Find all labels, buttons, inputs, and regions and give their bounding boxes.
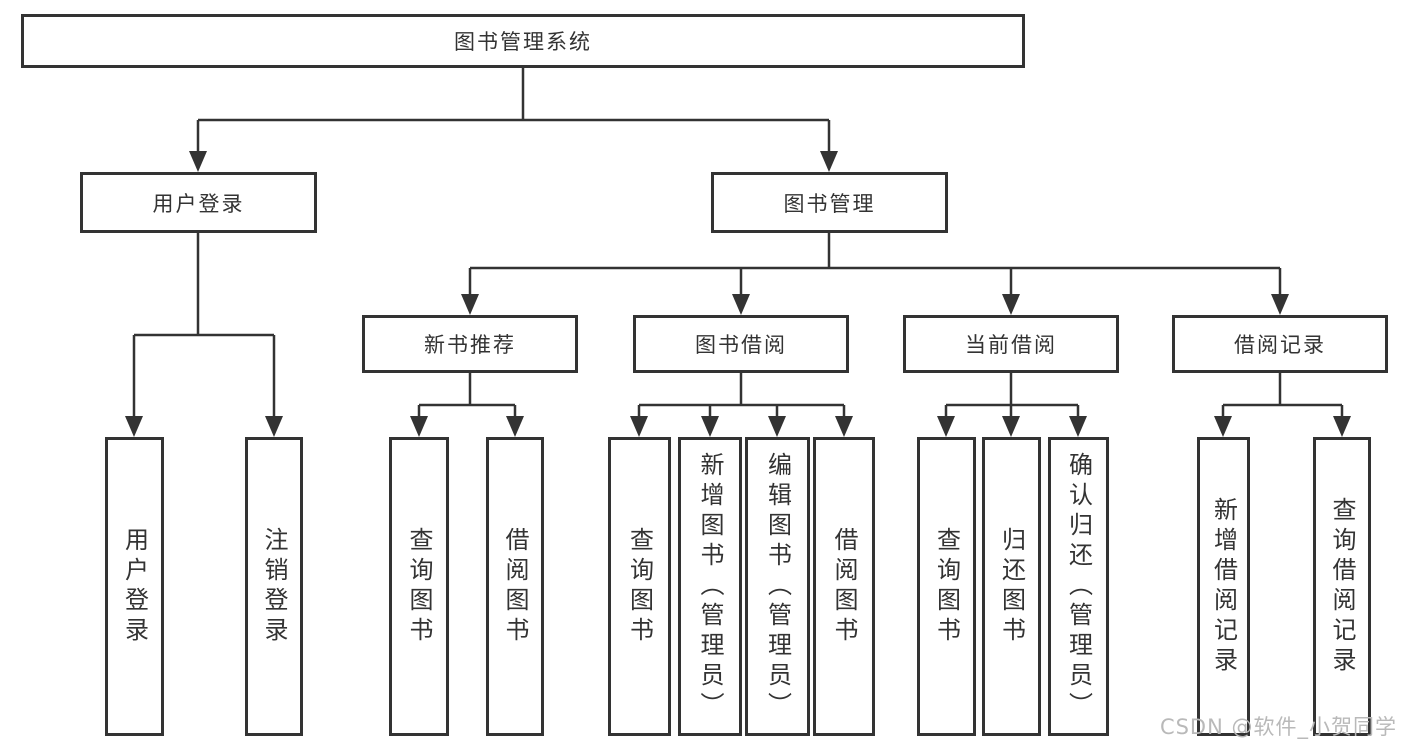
node-label: 归还图书 — [997, 526, 1026, 647]
node-label: 新增借阅记录 — [1209, 496, 1238, 677]
leaf-user-login: 用户登录 — [105, 437, 164, 736]
node-label: 查询借阅记录 — [1328, 496, 1356, 677]
leaf-query-books-borrowing: 查询图书 — [608, 437, 671, 736]
node-label: 图书借阅 — [695, 333, 787, 357]
node-label: 借阅记录 — [1234, 333, 1326, 357]
node-label: 借阅图书 — [501, 526, 529, 647]
node-label: 确认归还（管理员） — [1064, 451, 1093, 722]
node-label: 查询图书 — [932, 526, 961, 647]
leaf-query-books-recommend: 查询图书 — [389, 437, 449, 736]
leaf-query-books-current: 查询图书 — [917, 437, 976, 736]
node-book-management-branch: 图书管理 — [711, 172, 948, 233]
node-label: 查询图书 — [625, 526, 654, 647]
node-label: 当前借阅 — [965, 333, 1057, 357]
node-user-login-branch: 用户登录 — [80, 172, 317, 233]
node-label: 图书管理系统 — [454, 30, 592, 54]
leaf-borrow-books-recommend: 借阅图书 — [486, 437, 544, 736]
node-book-borrowing: 图书借阅 — [633, 315, 849, 373]
node-label: 借阅图书 — [830, 526, 858, 647]
leaf-logout: 注销登录 — [245, 437, 303, 736]
node-label: 新增图书（管理员） — [696, 451, 724, 722]
leaf-add-borrow-record: 新增借阅记录 — [1197, 437, 1250, 736]
node-label: 图书管理 — [783, 191, 876, 216]
node-label: 用户登录 — [120, 526, 149, 647]
node-borrowing-records: 借阅记录 — [1172, 315, 1388, 373]
node-label: 新书推荐 — [424, 333, 516, 357]
node-current-borrowing: 当前借阅 — [903, 315, 1119, 373]
leaf-confirm-return-admin: 确认归还（管理员） — [1048, 437, 1109, 736]
leaf-edit-books-admin: 编辑图书（管理员） — [745, 437, 810, 736]
arrowheads — [125, 151, 1351, 437]
node-new-book-recommend: 新书推荐 — [362, 315, 578, 373]
node-label: 查询图书 — [405, 526, 433, 647]
leaf-query-borrow-record: 查询借阅记录 — [1313, 437, 1371, 736]
leaf-return-books: 归还图书 — [982, 437, 1041, 736]
node-label: 注销登录 — [260, 526, 288, 647]
node-label: 用户登录 — [152, 191, 245, 216]
node-label: 编辑图书（管理员） — [763, 451, 792, 722]
csdn-watermark: CSDN @软件_小贺同学 — [1159, 715, 1397, 739]
node-library-management-system: 图书管理系统 — [21, 14, 1025, 68]
leaf-add-books-admin: 新增图书（管理员） — [678, 437, 742, 736]
leaf-borrow-books: 借阅图书 — [813, 437, 875, 736]
